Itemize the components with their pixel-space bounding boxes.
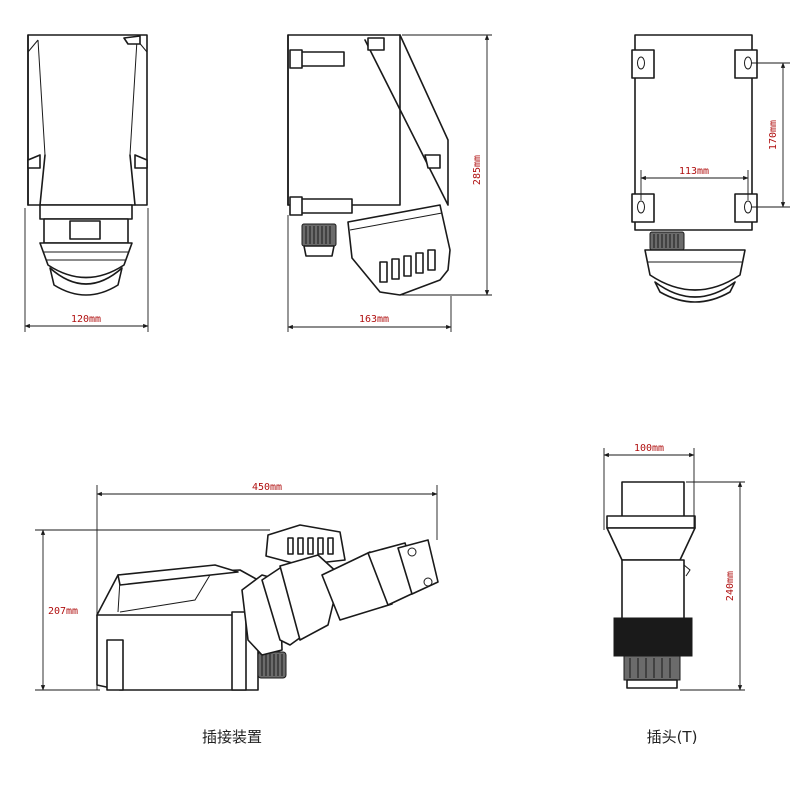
- assembly-view: [96, 524, 439, 691]
- caption-plug: 插头(T): [647, 728, 698, 746]
- dim-label-back-hole-horizontal: 113mm: [679, 166, 709, 177]
- dimension-back-hole-vertical: 170mm: [752, 62, 790, 208]
- dim-label-front-width: 120mm: [71, 314, 101, 325]
- back-view: [631, 34, 758, 303]
- front-view: [27, 34, 148, 296]
- dim-label-plug-length: 240mm: [725, 571, 736, 601]
- dim-label-assembly-length: 450mm: [252, 482, 282, 493]
- caption-assembly: 插接装置: [202, 728, 262, 746]
- dimension-back-hole-horizontal: 113mm: [640, 166, 749, 200]
- dim-label-plug-width: 100mm: [634, 443, 664, 454]
- dimension-side-height: 285mm: [400, 34, 492, 296]
- dim-label-assembly-height: 207mm: [48, 606, 78, 617]
- dim-label-back-hole-vertical: 170mm: [768, 120, 779, 150]
- dimension-assembly-height: 207mm: [35, 529, 270, 691]
- dim-label-side-height: 285mm: [472, 155, 483, 185]
- dim-label-side-width: 163mm: [359, 314, 389, 325]
- dimension-assembly-length: 450mm: [96, 482, 438, 690]
- plug-view: [606, 481, 696, 689]
- side-view: [287, 34, 451, 296]
- dimension-front-width: 120mm: [24, 208, 149, 332]
- dimension-plug-width: 100mm: [603, 443, 695, 530]
- dimension-side-width: 163mm: [287, 215, 452, 332]
- dimension-plug-length: 240mm: [680, 481, 745, 691]
